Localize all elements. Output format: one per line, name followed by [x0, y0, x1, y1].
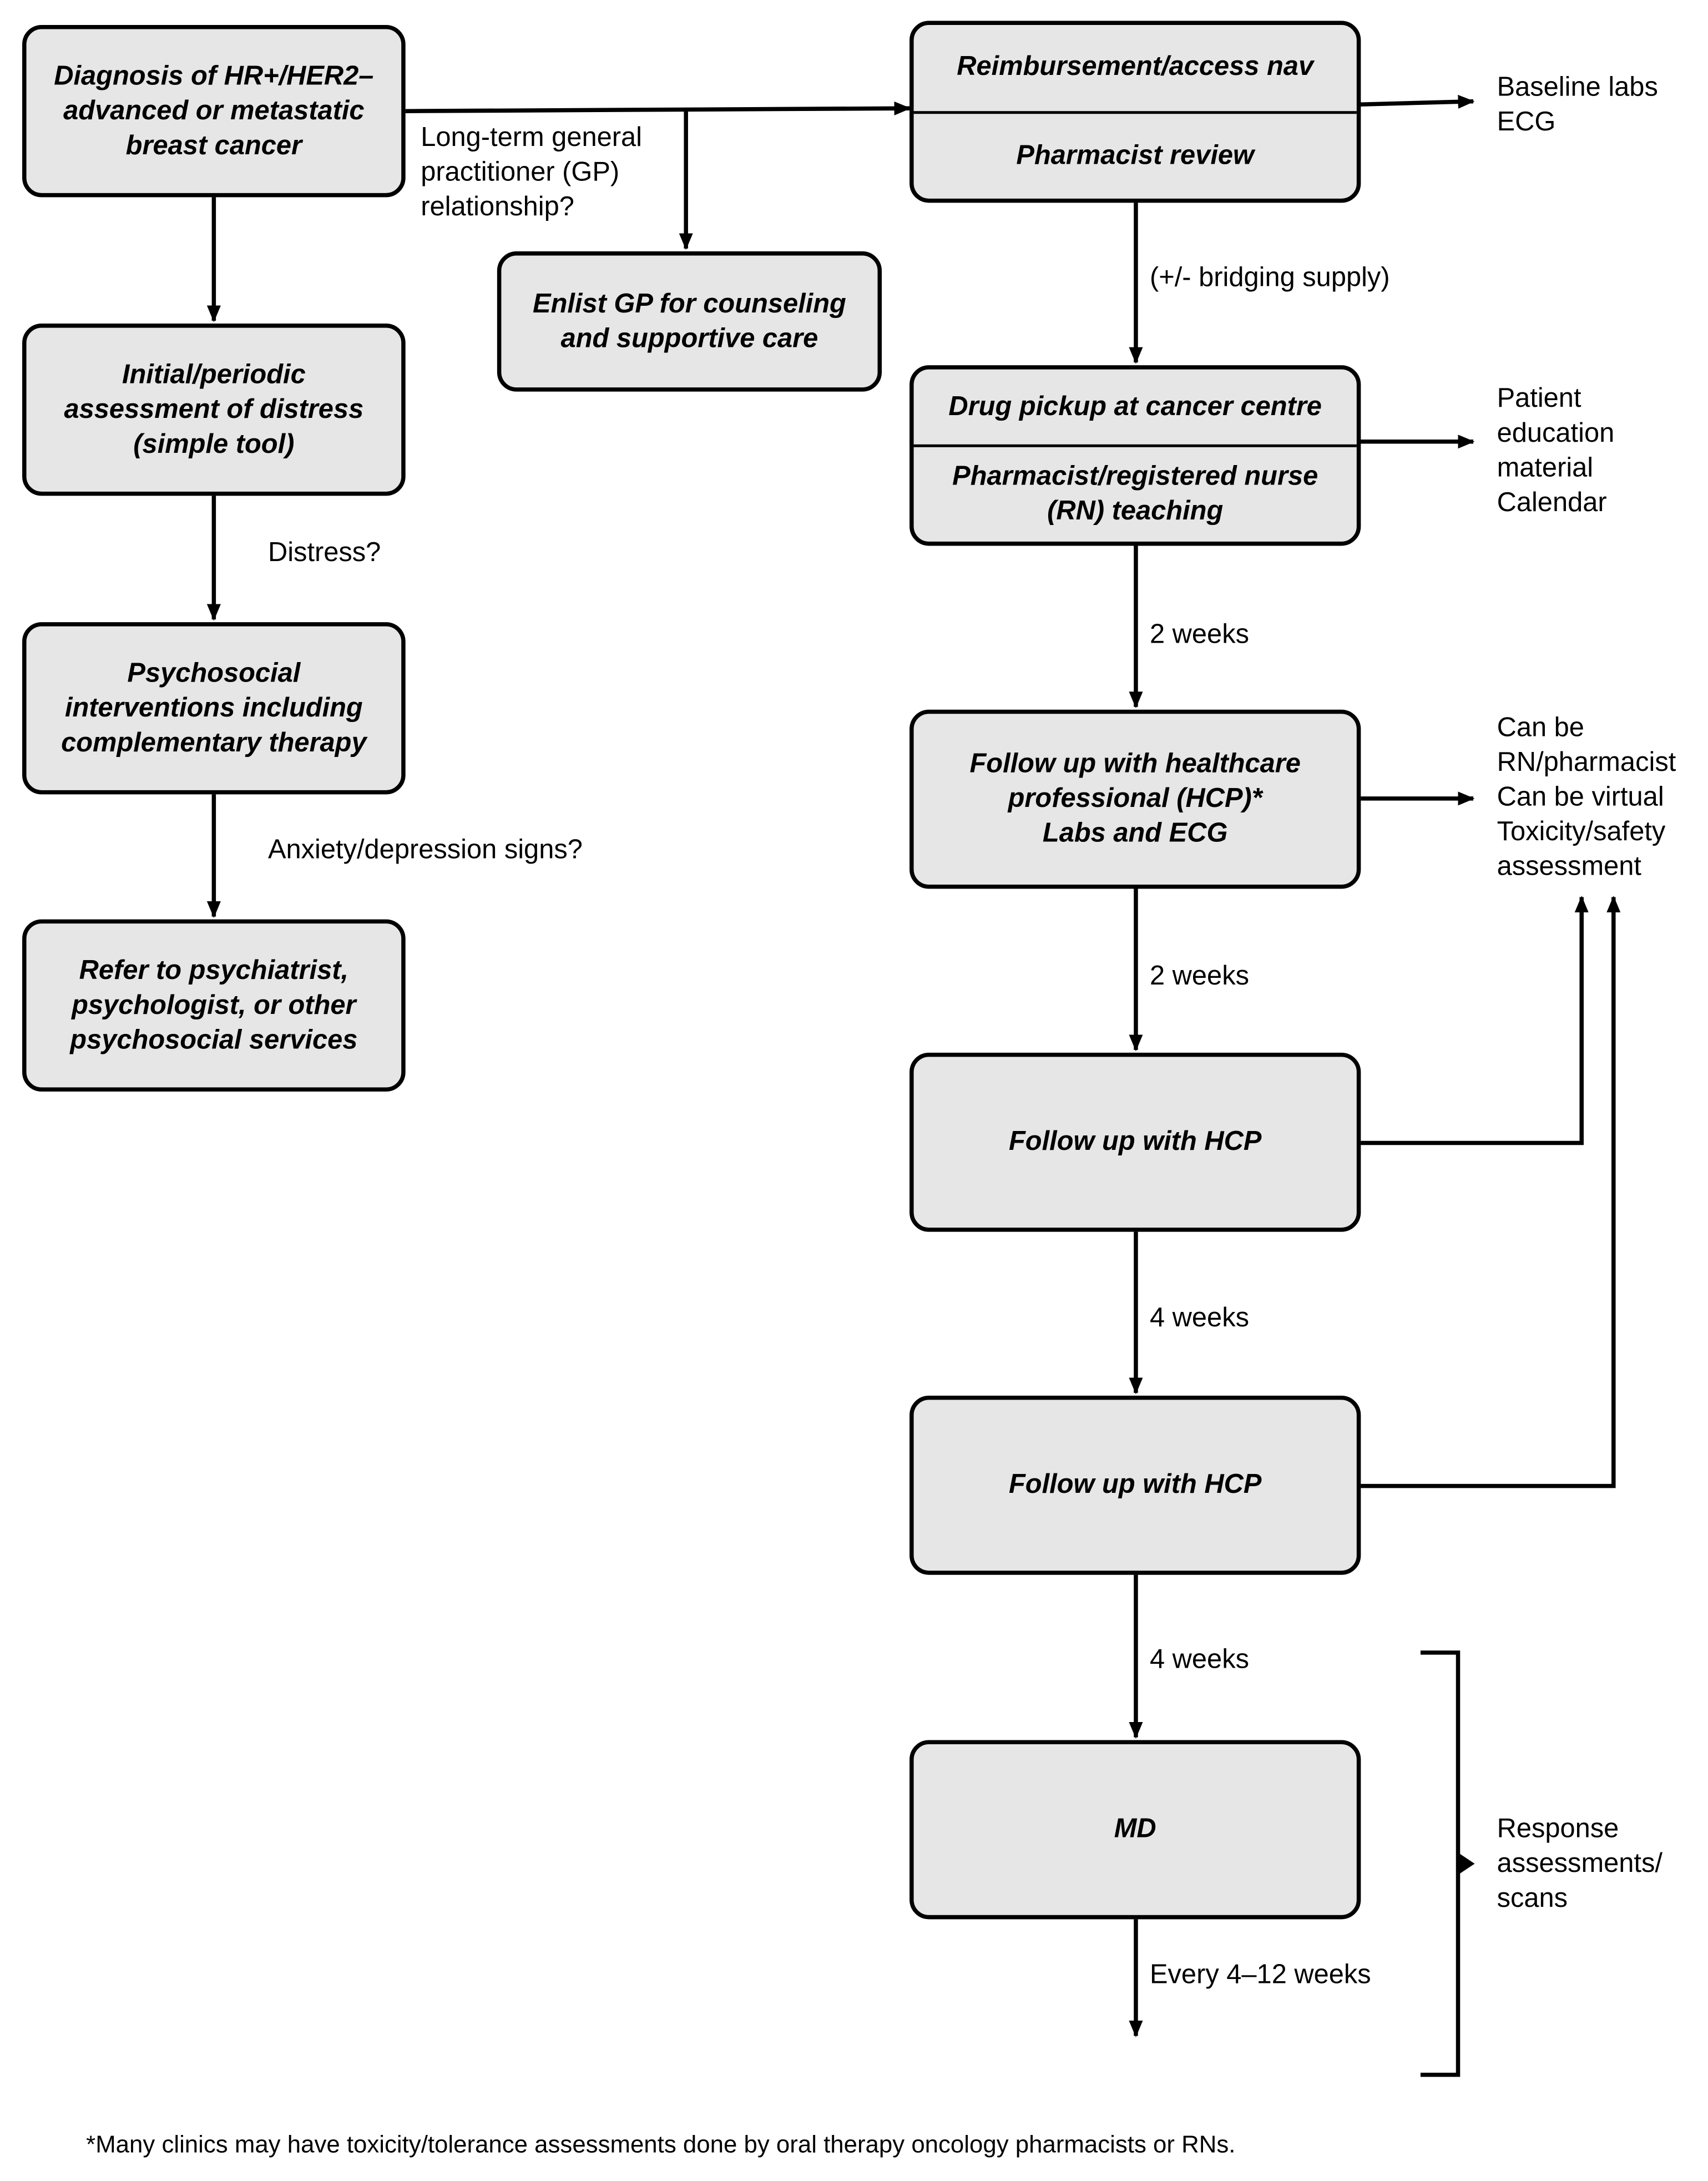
follow-up-2-box: Follow up with HCP: [909, 1052, 1361, 1232]
interval-label-5: Every 4–12 weeks: [1149, 1959, 1371, 1990]
md-box: MD: [909, 1740, 1361, 1920]
pickup-teaching-box: Drug pickup at cancer centre Pharmacist/…: [909, 365, 1361, 546]
md-text: MD: [1114, 1814, 1156, 1845]
psychosocial-text: Psychosocial interventions including com…: [61, 657, 367, 758]
follow-up-1-text: Follow up with healthcare professional (…: [969, 748, 1301, 849]
response-bracket: [1420, 1650, 1461, 2077]
footnote: *Many clinics may have toxicity/toleranc…: [86, 2130, 1236, 2158]
followup-notes: Can be RN/pharmacist Can be virtual Toxi…: [1497, 712, 1676, 882]
pharmacist-review-text: Pharmacist review: [1016, 140, 1254, 171]
reimbursement-review-box: Reimbursement/access nav Pharmacist revi…: [909, 21, 1361, 203]
diagnosis-text: Diagnosis of HR+/HER2– advanced or metas…: [54, 60, 374, 161]
diagnosis-box: Diagnosis of HR+/HER2– advanced or metas…: [22, 25, 406, 198]
drug-pickup-section: Drug pickup at cancer centre: [914, 370, 1357, 445]
anxiety-question-label: Anxiety/depression signs?: [267, 834, 583, 865]
enlist-gp-box: Enlist GP for counseling and supportive …: [497, 251, 882, 392]
arrow-diagnosis-to-reimbursement: [405, 101, 911, 115]
teaching-text: Pharmacist/registered nurse (RN) teachin…: [952, 461, 1318, 527]
interval-label-2: 2 weeks: [1149, 961, 1250, 992]
follow-up-3-text: Follow up with HCP: [1008, 1469, 1262, 1500]
interval-label-1: 2 weeks: [1149, 619, 1250, 650]
reimbursement-section: Reimbursement/access nav: [914, 25, 1357, 110]
teaching-section: Pharmacist/registered nurse (RN) teachin…: [913, 444, 1357, 542]
pharmacist-review-section: Pharmacist review: [913, 110, 1357, 199]
follow-up-1-box: Follow up with healthcare professional (…: [909, 709, 1361, 889]
enlist-gp-text: Enlist GP for counseling and supportive …: [533, 288, 846, 354]
gp-question-label: Long-term general practitioner (GP) rela…: [421, 122, 642, 223]
distress-assessment-text: Initial/periodic assessment of distress …: [64, 359, 364, 460]
interval-label-4: 4 weeks: [1149, 1644, 1250, 1675]
baseline-note: Baseline labs ECG: [1497, 72, 1658, 138]
follow-up-3-box: Follow up with HCP: [909, 1395, 1361, 1575]
psychosocial-box: Psychosocial interventions including com…: [22, 622, 406, 795]
arrow-followup3-to-notes: [1361, 896, 1621, 1488]
response-note: Response assessments/ scans: [1497, 1814, 1662, 1914]
interval-label-3: 4 weeks: [1149, 1302, 1250, 1334]
follow-up-2-text: Follow up with HCP: [1008, 1126, 1262, 1157]
bridging-label: (+/- bridging supply): [1149, 262, 1390, 294]
drug-pickup-text: Drug pickup at cancer centre: [948, 391, 1322, 422]
bracket-pointer: [1458, 1852, 1475, 1875]
education-note: Patient education material Calendar: [1497, 383, 1615, 518]
distress-assessment-box: Initial/periodic assessment of distress …: [22, 324, 406, 496]
refer-text: Refer to psychiatrist, psychologist, or …: [70, 955, 358, 1055]
distress-question-label: Distress?: [267, 537, 381, 568]
refer-box: Refer to psychiatrist, psychologist, or …: [22, 919, 406, 1092]
arrow-followup2-to-notes: [1361, 896, 1589, 1145]
reimbursement-text: Reimbursement/access nav: [957, 52, 1314, 83]
